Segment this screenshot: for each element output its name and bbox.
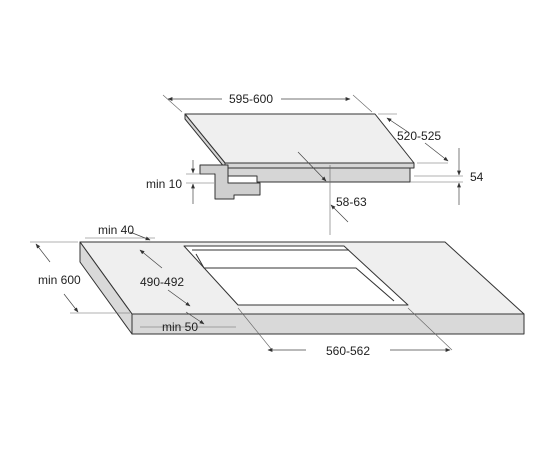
cutout-width-dimension: 560-562: [237, 307, 453, 358]
edge-clearance-dimension: 58-63: [297, 151, 367, 235]
bracket-clearance-label: min 10: [146, 177, 182, 191]
worktop-illustration: [79, 241, 525, 335]
front-clearance-label: min 50: [162, 320, 198, 334]
worktop-cutout: [183, 245, 409, 306]
hob-height-dimension: 54: [410, 148, 484, 205]
cutout-width-label: 560-562: [326, 344, 370, 358]
edge-clearance-label: 58-63: [336, 195, 367, 209]
worktop-depth-label: min 600: [38, 273, 81, 287]
front-clearance-dimension: min 50: [140, 311, 236, 334]
back-clearance-dimension: min 40: [85, 223, 155, 241]
hob-depth-label: 520-525: [397, 129, 441, 143]
cutout-depth-dimension: 490-492: [139, 249, 191, 307]
worktop-side-face: [79, 241, 133, 335]
hob-base-body: [217, 167, 411, 183]
hob-height-label: 54: [470, 170, 484, 184]
cutout-inner-edge: [195, 253, 395, 302]
hob-front-edge: [224, 162, 415, 169]
back-clearance-label: min 40: [98, 223, 134, 237]
hob-width-dimension: 595-600: [162, 92, 373, 113]
worktop-depth-dimension: min 600: [30, 241, 130, 314]
hob-depth-dimension: 520-525: [378, 113, 449, 164]
bracket-clearance-dimension: min 10: [146, 160, 214, 204]
cutout-depth-label: 490-492: [140, 275, 184, 289]
hob-width-label: 595-600: [229, 92, 273, 106]
